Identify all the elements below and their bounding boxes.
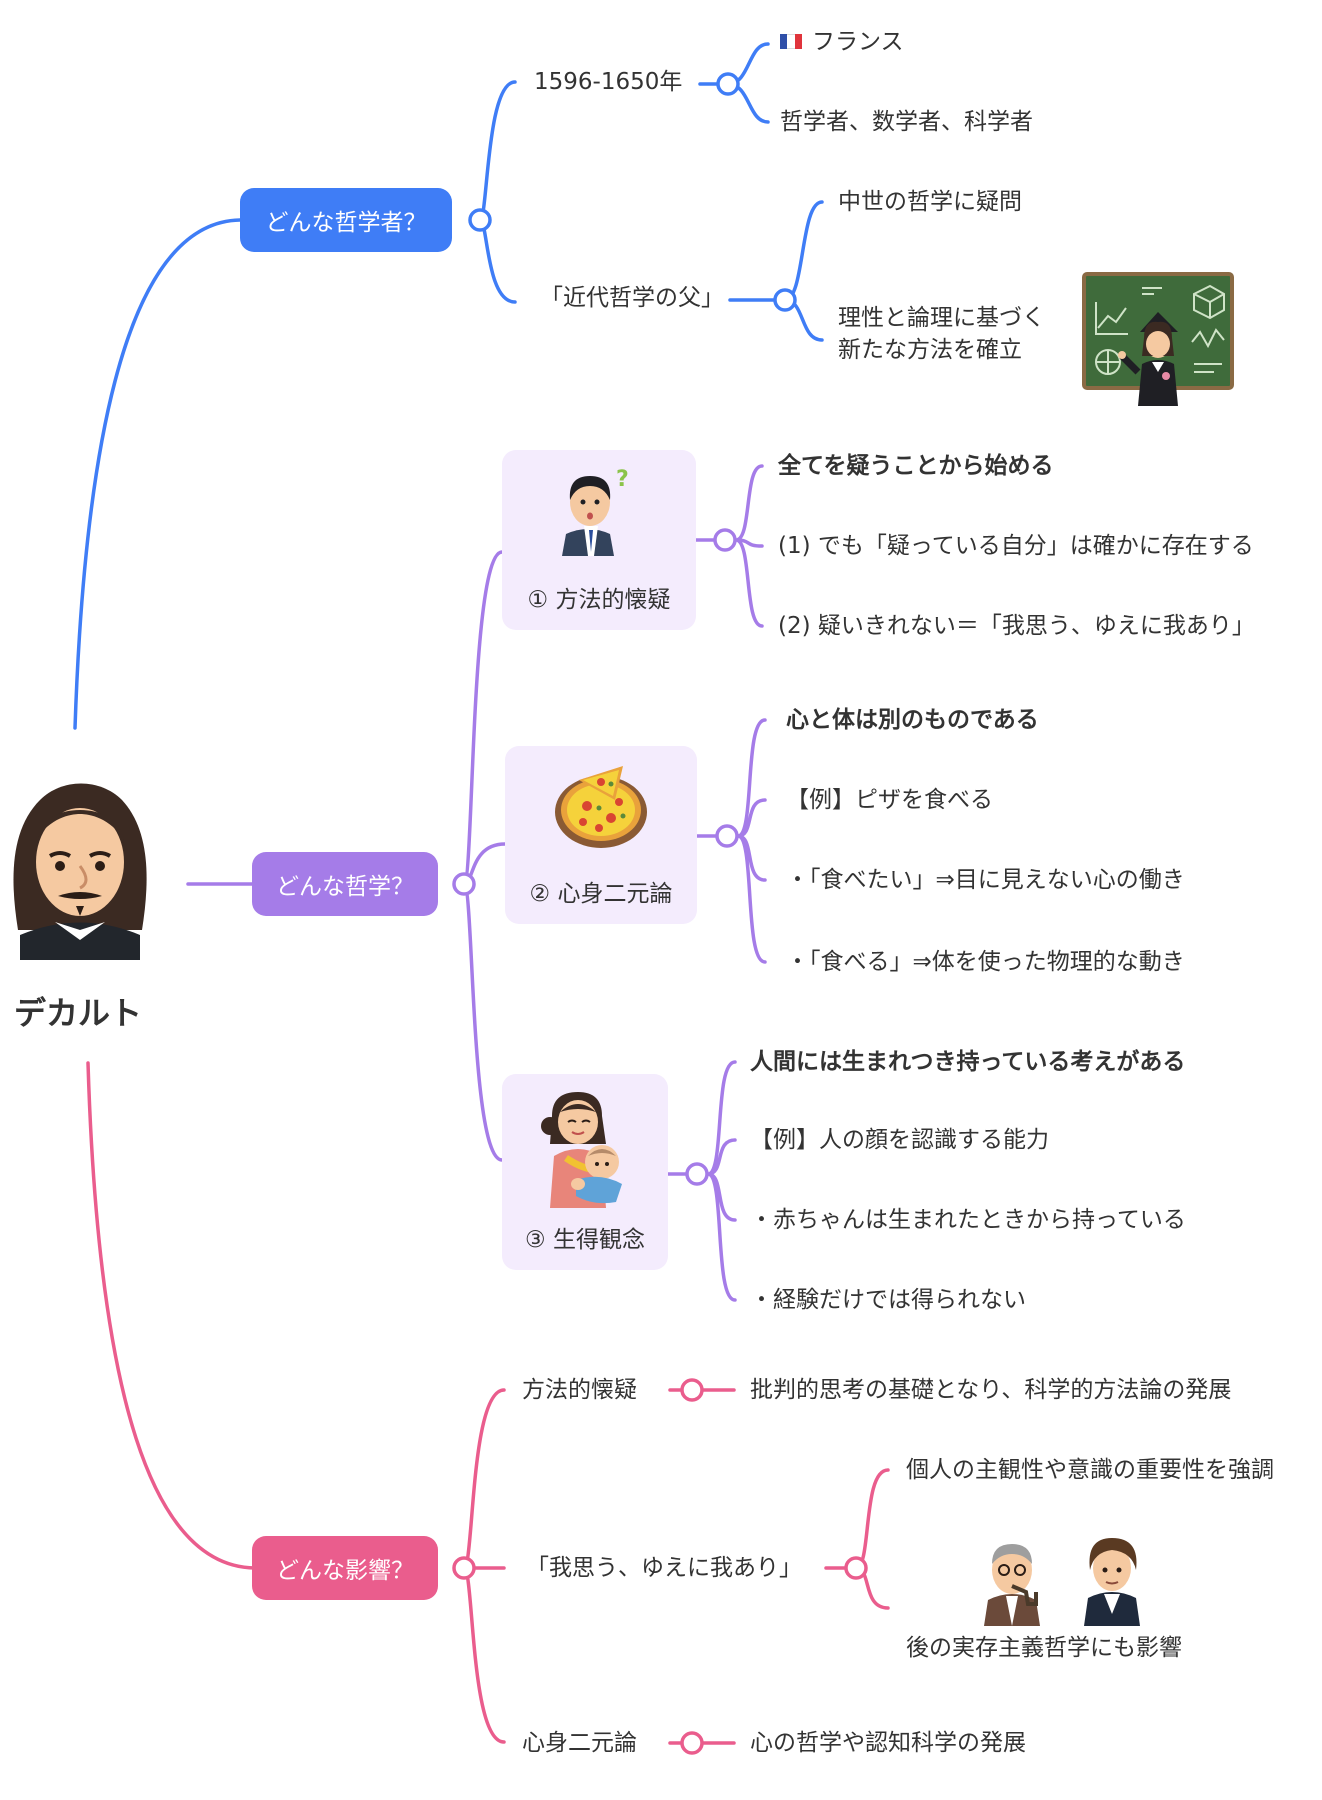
methodic-doubt-item-3: (2) 疑いきれない＝「我思う、ゆえに我あり」 [778, 613, 1255, 639]
dualism-item-2: 【例】ピザを食べる [786, 787, 993, 813]
card-methodic-doubt-caption: ① 方法的懐疑 [527, 587, 671, 613]
innate-item-2: 【例】人の顔を認識する能力 [750, 1127, 1049, 1153]
leaf-medieval-doubt: 中世の哲学に疑問 [838, 189, 1022, 215]
junction-pink-b [844, 1556, 868, 1580]
card-innate-ideas-caption: ③ 生得観念 [525, 1227, 645, 1253]
branch-influence-node[interactable]: どんな影響？ [252, 1536, 438, 1600]
blue-fork [478, 80, 517, 304]
branch-philosophy-label: どんな哲学？ [276, 874, 414, 900]
junction-blue-a [716, 72, 740, 96]
junction-pink-a [680, 1378, 704, 1402]
innate-item-1: 人間には生まれつき持っている考えがある [750, 1049, 1186, 1075]
junction-pink-c [680, 1731, 704, 1755]
innate-item-4: ・経験だけでは得られない [750, 1287, 1026, 1313]
influence-methodic-doubt-node[interactable]: 方法的懐疑 [522, 1377, 637, 1403]
branch-philosopher-node[interactable]: どんな哲学者？ [240, 188, 452, 252]
methodic-doubt-item-2: (1) でも「疑っている自分」は確かに存在する [778, 533, 1254, 559]
innate-item-3: ・赤ちゃんは生まれたときから持っている [750, 1207, 1186, 1233]
card-mind-body-dualism[interactable]: ② 心身二元論 [505, 746, 697, 924]
influence-dualism-node[interactable]: 心身二元論 [522, 1730, 637, 1756]
influence-cogito-leaf-2: 後の実存主義哲学にも影響 [906, 1635, 1182, 1661]
junction-purple-1 [713, 528, 737, 552]
purple-fork-2 [736, 718, 767, 964]
confused-man-icon: ? [562, 467, 629, 556]
junction-blue-b [773, 288, 797, 312]
purple-fork [462, 550, 507, 1162]
pink-fork-b [854, 1468, 890, 1610]
leaf-france: フランス [812, 29, 904, 55]
blue-fork-b [783, 200, 824, 342]
purple-fork-3 [706, 1060, 737, 1302]
years-node[interactable]: 1596-1650年 [534, 69, 683, 95]
existentialist-philosophers-icon [984, 1538, 1140, 1626]
blue-root-link [73, 218, 242, 730]
purple-fork-1 [734, 464, 764, 628]
root-title: デカルト [14, 994, 143, 1032]
pink-root-link [86, 1061, 258, 1570]
leaf-professions: 哲学者、数学者、科学者 [780, 109, 1033, 135]
junction-blue-main [468, 208, 492, 232]
card-methodic-doubt[interactable]: ? ① 方法的懐疑 [502, 450, 696, 630]
junction-purple-2 [715, 824, 739, 848]
leaf-new-method-line2: 新たな方法を確立 [838, 337, 1022, 363]
leaf-new-method-line1: 理性と論理に基づく [838, 305, 1045, 331]
svg-text:?: ? [616, 467, 629, 492]
junction-purple-3 [685, 1162, 709, 1186]
junction-purple-main [452, 872, 476, 896]
methodic-doubt-item-1: 全てを疑うことから始める [778, 453, 1054, 479]
dualism-item-4: ・「食べる」⇒体を使った物理的な動き [786, 949, 1185, 975]
branch-influence-label: どんな影響？ [276, 1558, 414, 1584]
influence-cogito-node[interactable]: 「我思う、ゆえに我あり」 [526, 1555, 802, 1581]
father-modern-philosophy-node[interactable]: 「近代哲学の父」 [540, 285, 724, 311]
mother-baby-icon [541, 1092, 622, 1208]
branch-philosophy-node[interactable]: どんな哲学？ [252, 852, 438, 916]
influence-dualism-leaf: 心の哲学や認知科学の発展 [750, 1730, 1026, 1756]
teacher-chalkboard-icon [1082, 272, 1234, 406]
dualism-item-1: 心と体は別のものである [786, 707, 1039, 733]
influence-methodic-doubt-leaf: 批判的思考の基礎となり、科学的方法論の発展 [750, 1377, 1232, 1403]
pizza-icon [555, 766, 647, 848]
junction-pink-main [452, 1556, 476, 1580]
branch-philosopher-label: どんな哲学者？ [265, 210, 427, 236]
card-mind-body-dualism-caption: ② 心身二元論 [529, 881, 673, 907]
card-innate-ideas[interactable]: ③ 生得観念 [502, 1074, 668, 1270]
french-flag-icon [780, 34, 802, 49]
influence-cogito-leaf-1: 個人の主観性や意識の重要性を強調 [906, 1457, 1274, 1483]
dualism-item-3: ・「食べたい」⇒目に見えない心の働き [786, 867, 1185, 893]
descartes-portrait-icon [13, 783, 147, 960]
